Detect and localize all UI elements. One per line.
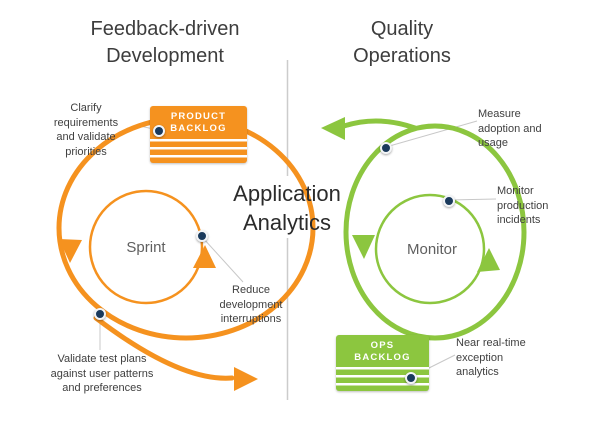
note-near-realtime: Near real-time exception analytics bbox=[456, 337, 526, 379]
title-application-analytics: Application Analytics bbox=[233, 181, 341, 235]
product-backlog-stripes-icon bbox=[150, 139, 247, 163]
connector-line bbox=[448, 198, 497, 201]
node-dot-monitor-incidents bbox=[443, 195, 455, 207]
node-dot-validate bbox=[94, 308, 106, 320]
node-dot-clarify bbox=[153, 125, 165, 137]
node-dot-near-realtime bbox=[405, 372, 417, 384]
arrowhead-monitor-down-icon bbox=[352, 235, 375, 259]
product-backlog-box: PRODUCT BACKLOG bbox=[150, 106, 247, 163]
sprint-label: Sprint bbox=[126, 239, 166, 256]
sprint-circle bbox=[88, 189, 204, 305]
ops-loop bbox=[343, 123, 527, 341]
note-clarify-requirements: Clarify requirements and validate priori… bbox=[53, 102, 119, 158]
title-feedback-driven-development: Feedback-driven Development bbox=[90, 18, 240, 67]
arrowhead-ops-right-up-icon bbox=[477, 248, 500, 272]
connector-line bbox=[202, 237, 244, 283]
note-monitor-production: Monitor production incidents bbox=[497, 185, 549, 227]
arrowhead-dev-left-icon bbox=[59, 239, 82, 263]
ops-backlog-box: OPS BACKLOG bbox=[336, 335, 429, 391]
node-dot-measure bbox=[380, 142, 392, 154]
monitor-label: Monitor bbox=[406, 241, 458, 258]
dev-loop-tail bbox=[93, 315, 235, 381]
title-quality-operations: Quality Operations bbox=[353, 18, 451, 67]
product-backlog-label: PRODUCT BACKLOG bbox=[170, 111, 227, 135]
ops-loop-tail bbox=[341, 118, 418, 131]
monitor-circle bbox=[374, 193, 486, 305]
note-validate-test-plans: Validate test plans against user pattern… bbox=[50, 353, 154, 395]
node-dot-reduce bbox=[196, 230, 208, 242]
ops-backlog-label: OPS BACKLOG bbox=[354, 340, 411, 364]
connector-line bbox=[385, 120, 478, 148]
arrowhead-dev-to-ops-icon bbox=[234, 367, 258, 391]
arrowhead-sprint-up-icon bbox=[193, 245, 216, 268]
note-measure-adoption: Measure adoption and usage bbox=[478, 108, 542, 150]
arrowhead-ops-to-dev-icon bbox=[321, 117, 345, 140]
note-reduce-interruptions: Reduce development interruptions bbox=[219, 284, 283, 326]
